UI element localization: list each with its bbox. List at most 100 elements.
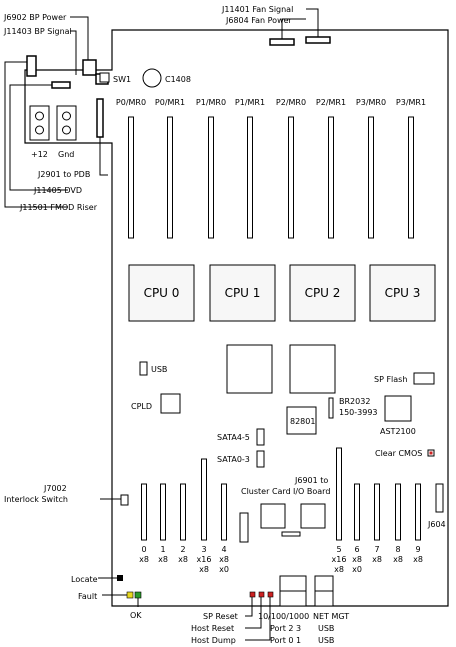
memory-slot (167, 116, 173, 239)
j11405-leader (9, 84, 68, 191)
sata03-connector (256, 450, 265, 468)
sp-reset-label: SP Reset (203, 612, 238, 621)
memory-slot-label: P1/MR1 (235, 98, 265, 107)
plus12-pin-1 (35, 111, 44, 121)
memory-slot-label: P3/MR1 (396, 98, 426, 107)
j7002-label-2: Interlock Switch (4, 495, 68, 504)
pcie-slot-width: x16 (197, 555, 212, 564)
j11501-leader (4, 61, 68, 208)
sata45-label: SATA4-5 (217, 433, 250, 442)
memory-slot-label: P2/MR1 (316, 98, 346, 107)
clear-cmos-label: Clear CMOS (375, 449, 422, 458)
locate-led (117, 575, 123, 581)
j6901-label-2: I/O Board (293, 487, 330, 496)
host-reset-leader (245, 597, 262, 629)
j604-connector (435, 483, 444, 513)
sp-flash-chip (413, 372, 435, 385)
host-dump-label: Host Dump (191, 636, 236, 645)
interlock-switch (120, 494, 129, 506)
j6902-label: J6902 BP Power (3, 13, 67, 22)
memory-slot (288, 116, 294, 239)
pcie-slot-width: x8 (393, 555, 403, 564)
pcie-slot-width: x8 (139, 555, 149, 564)
pcie-slot-number: 5 (336, 545, 341, 554)
cpu-label: CPU 3 (385, 286, 421, 300)
gnd-pin-1 (62, 111, 71, 121)
br2032-label-1: BR2032 (339, 397, 370, 406)
cpld-chip (160, 393, 181, 414)
j6901-label-1: J6901 to (294, 476, 328, 485)
cpu-label: CPU 1 (225, 286, 261, 300)
ast2100-label: AST2100 (380, 427, 416, 436)
pcie-slot-width: x16 (332, 555, 347, 564)
pcie-slot-width: x8 (219, 555, 229, 564)
j11401-connector (305, 36, 331, 44)
memory-slot (208, 116, 214, 239)
memory-slot-label: P3/MR0 (356, 98, 386, 107)
host-reset-button (258, 591, 265, 598)
usb-port-label-1: USB (318, 624, 334, 633)
pcie-slot-width-alt: x0 (352, 565, 362, 574)
pcie-slot-number: 6 (354, 545, 359, 554)
pcie-slot-number: 1 (160, 545, 165, 554)
ethernet-label-2: Port 2 3 (270, 624, 301, 633)
j11501-connector (26, 55, 37, 77)
memory-slot-label: P2/MR0 (276, 98, 306, 107)
c1408-label: C1408 (165, 75, 191, 84)
pcie-slot-number: 2 (180, 545, 185, 554)
j2901-connector (96, 98, 104, 138)
j6804-label: J6804 Fan Power (225, 16, 293, 25)
memory-slot (128, 116, 134, 239)
usb-header (139, 361, 148, 376)
host-dump-button (267, 591, 274, 598)
j6804-leader (281, 18, 306, 39)
clear-cmos-indicator (429, 451, 433, 455)
io-chip-left (260, 503, 286, 529)
cpu-label: CPU 0 (144, 286, 180, 300)
pcie-slot-width: x8 (352, 555, 362, 564)
pcie-slot (354, 483, 360, 541)
bridge-chip-right (289, 344, 336, 394)
chip-82801-label: 82801 (290, 417, 315, 426)
pcie-slot-width-alt: x8 (334, 565, 344, 574)
sata03-label: SATA0-3 (217, 455, 250, 464)
pcie-slot (374, 483, 380, 541)
pcie-slot (395, 483, 401, 541)
fault-led (126, 591, 134, 599)
sw1-label: SW1 (113, 75, 131, 84)
pcie-slot (221, 483, 227, 541)
plus12-post (29, 105, 50, 141)
gnd-label: Gnd (58, 150, 74, 159)
j6902-leader (70, 16, 89, 60)
net-mgt-label: NET MGT (313, 612, 349, 621)
cpu-socket (209, 264, 276, 322)
pcie-slot-width: x8 (178, 555, 188, 564)
plus12-pin-2 (35, 125, 44, 135)
cpld-label: CPLD (131, 402, 152, 411)
j2901-label: J2901 to PDB (37, 170, 90, 179)
pcie-slot (180, 483, 186, 541)
cluster-card-connector (239, 512, 249, 543)
pcie-slot-width-alt: x8 (199, 565, 209, 574)
cpu-socket (128, 264, 195, 322)
pcie-slot-number: 0 (141, 545, 146, 554)
c1408-capacitor (142, 68, 162, 88)
bridge-chip-left (226, 344, 273, 394)
host-reset-label: Host Reset (191, 624, 234, 633)
j2901-leader (99, 137, 108, 176)
pcie-slot-number: 7 (374, 545, 379, 554)
ok-label: OK (130, 611, 142, 620)
memory-slot-label: P0/MR1 (155, 98, 185, 107)
locate-label: Locate (71, 575, 98, 584)
pcie-slot-number: 8 (395, 545, 400, 554)
gnd-post (56, 105, 77, 141)
memory-slot (328, 116, 334, 239)
pcie-slot (141, 483, 147, 541)
j6804-connector (269, 38, 295, 46)
memory-slot (247, 116, 253, 239)
ethernet-label-1: 10/100/1000 (258, 612, 309, 621)
j604-label: J604 (427, 520, 446, 529)
memory-slot (408, 116, 414, 239)
